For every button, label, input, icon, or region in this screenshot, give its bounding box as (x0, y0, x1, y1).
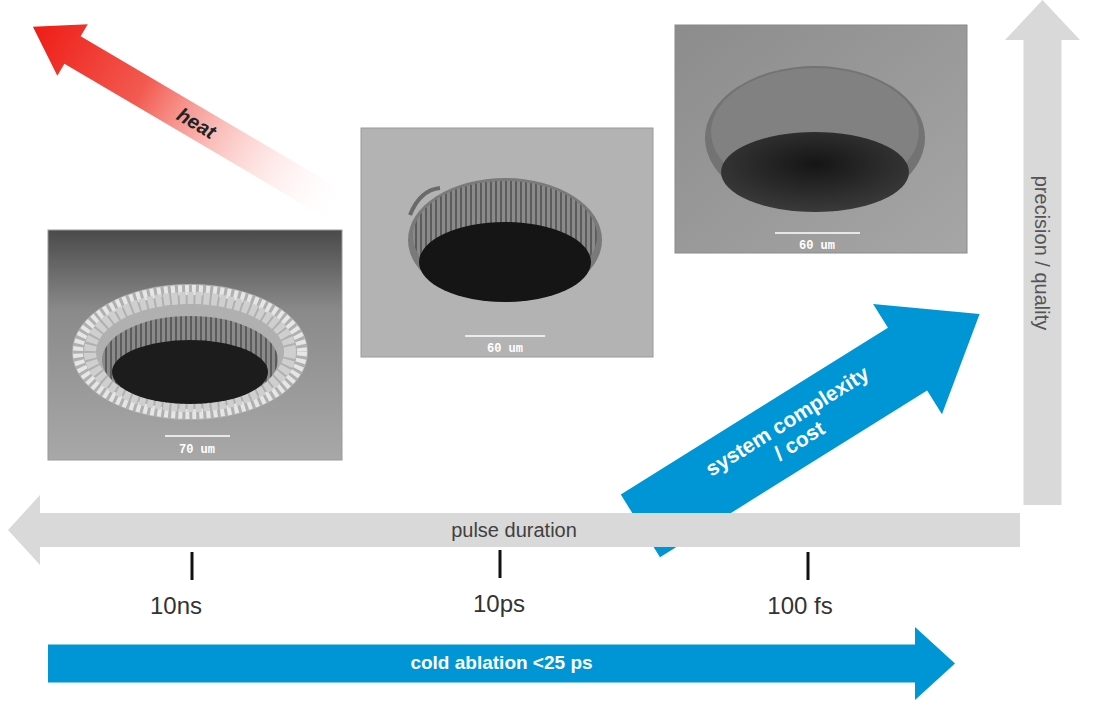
arrow-label: cold ablation <25 ps (410, 653, 592, 674)
sem-image-ns (48, 230, 342, 460)
arrow-label: precision / quality (1032, 175, 1054, 330)
arrow-body (1005, 0, 1080, 505)
scale-bar-label: 70 um (179, 443, 215, 457)
scale-bar-label: 60 um (799, 239, 835, 253)
axis-tick-label: 10ps (473, 590, 525, 618)
sem-image-fs (675, 25, 967, 253)
sem-image-ps (361, 128, 653, 357)
arrow-label: pulse duration (451, 519, 577, 541)
heat-arrow: heat (18, 1, 359, 235)
pulse-duration-arrow: pulse duration (8, 495, 1020, 565)
axis-ticks (192, 550, 808, 580)
scale-bar-label: 60 um (487, 342, 523, 356)
axis-tick-label: 100 fs (767, 592, 832, 620)
cold-ablation-arrow: cold ablation <25 ps (48, 627, 955, 700)
arrow-body (8, 495, 1020, 565)
axis-tick-label: 10ns (150, 592, 202, 620)
precision-arrow: precision / quality (1005, 0, 1080, 505)
arrow-body (18, 1, 359, 235)
arrow-body (48, 627, 955, 700)
